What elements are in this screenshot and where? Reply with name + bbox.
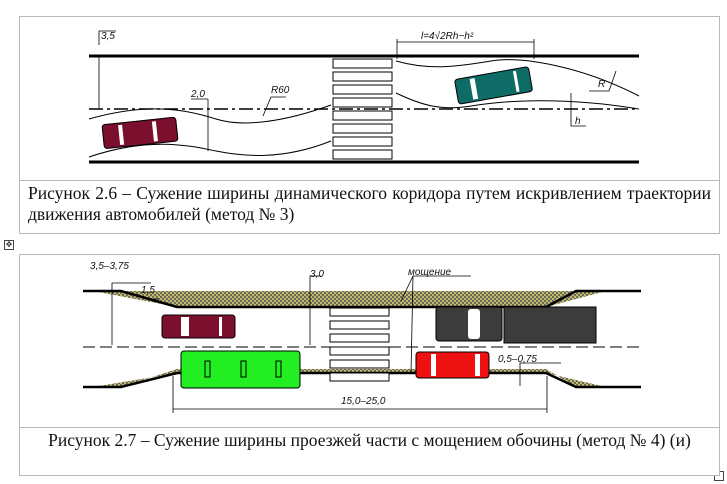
truck [503, 306, 597, 344]
car-red [415, 351, 490, 379]
label-lane-width: 3,5–3,75 [90, 261, 129, 272]
crosswalk [332, 58, 393, 160]
figure-2-6-caption: Рисунок 2.6 – Сужение ширины динамическо… [20, 180, 719, 233]
car-right [454, 66, 533, 105]
bus [180, 350, 301, 389]
label-formula: l=4√2Rh−h² [421, 30, 474, 42]
table-move-handle[interactable]: ✥ [4, 240, 14, 250]
figure-2-7-caption: Рисунок 2.7 – Сужение ширины проезжей ча… [20, 427, 719, 475]
car-maroon [161, 314, 236, 339]
label-paving: мощение [408, 267, 452, 278]
label-taper: 1,5 [141, 285, 155, 296]
dimension-lines [111, 275, 561, 413]
car-left [101, 116, 179, 149]
figure-2-7: 3,5–3,75 1,5 3,0 мощение 0,5–0,75 15,0–2… [19, 254, 720, 476]
car-dark [435, 306, 503, 342]
label-edge-width: 0,5–0,75 [498, 354, 537, 365]
figure-2-6: 3,5 2,0 R60 l=4√2Rh−h² R h Рисунок 2.6 –… [19, 16, 720, 234]
label-length: 15,0–25,0 [341, 396, 386, 407]
crosswalk [329, 307, 390, 382]
trajectory-curves [88, 59, 640, 158]
label-narrow-lane: 3,0 [310, 269, 324, 280]
paving-top-area [93, 291, 606, 307]
figure-2-6-diagram: 3,5 2,0 R60 l=4√2Rh−h² R h [88, 30, 640, 164]
road-edge-top [83, 289, 641, 309]
label-offset: 2,0 [190, 89, 205, 100]
label-radius: R60 [271, 85, 290, 96]
figure-2-7-diagram: 3,5–3,75 1,5 3,0 мощение 0,5–0,75 15,0–2… [83, 261, 641, 413]
label-h: h [575, 116, 581, 127]
label-R: R [598, 79, 605, 90]
dimension-lines [98, 30, 617, 151]
label-lane-width: 3,5 [101, 31, 115, 42]
